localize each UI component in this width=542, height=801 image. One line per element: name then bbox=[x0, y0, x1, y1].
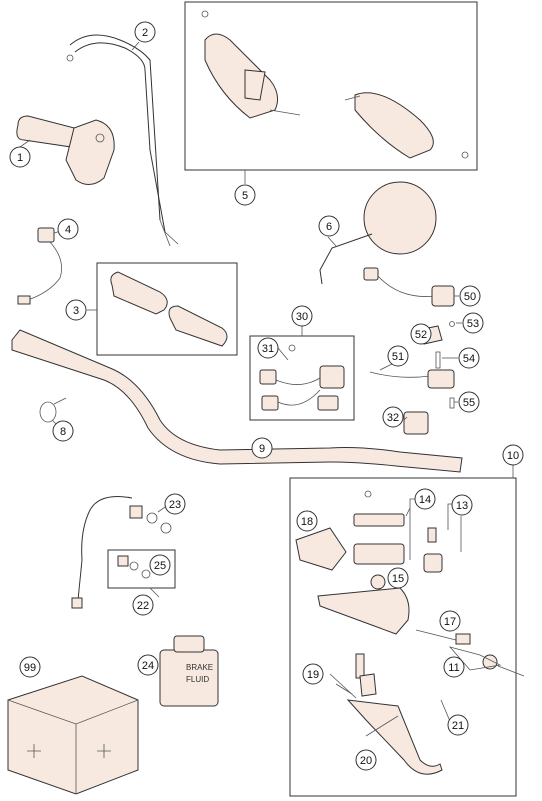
callout-2: 2 bbox=[134, 21, 156, 43]
brake-hose-part bbox=[71, 496, 172, 609]
switch-assembly-part bbox=[259, 344, 345, 411]
callout-32: 32 bbox=[382, 406, 404, 428]
cable-tie-part bbox=[39, 397, 67, 423]
callout-54: 54 bbox=[458, 347, 480, 369]
callout-21: 21 bbox=[447, 714, 469, 736]
callout-5: 5 bbox=[234, 184, 256, 206]
svg-text:15: 15 bbox=[392, 573, 404, 585]
svg-text:55: 55 bbox=[463, 397, 475, 409]
callout-1: 1 bbox=[9, 146, 31, 168]
tool-box-part bbox=[7, 675, 139, 795]
svg-text:11: 11 bbox=[448, 662, 459, 674]
callout-23: 23 bbox=[164, 493, 186, 515]
callout-19: 19 bbox=[302, 663, 324, 685]
svg-text:3: 3 bbox=[73, 305, 79, 317]
svg-text:19: 19 bbox=[307, 669, 319, 681]
svg-text:13: 13 bbox=[456, 500, 468, 512]
callout-4: 4 bbox=[57, 218, 79, 240]
brake-fluid-bottle-part: BRAKE FLUID bbox=[159, 635, 219, 707]
callout-20: 20 bbox=[355, 749, 377, 771]
svg-text:2: 2 bbox=[142, 27, 148, 39]
callout-51: 51 bbox=[387, 345, 409, 367]
right-switch-group-part bbox=[363, 267, 455, 435]
svg-text:50: 50 bbox=[464, 291, 476, 303]
callout-10: 10 bbox=[502, 444, 524, 466]
bottle-label-line1: BRAKE bbox=[186, 663, 213, 672]
callout-15: 15 bbox=[387, 567, 409, 589]
mirror-part bbox=[319, 181, 437, 285]
callout-11: 11 bbox=[443, 656, 465, 678]
svg-text:51: 51 bbox=[392, 351, 404, 363]
bottle-label-line2: FLUID bbox=[186, 675, 209, 684]
svg-text:17: 17 bbox=[444, 616, 456, 628]
callout-50: 50 bbox=[459, 285, 481, 307]
callout-53: 53 bbox=[462, 312, 484, 334]
callout-31: 31 bbox=[257, 337, 279, 359]
callout-99: 99 bbox=[19, 656, 41, 678]
switch-part bbox=[17, 227, 63, 305]
callout-30: 30 bbox=[291, 305, 313, 327]
callout-52: 52 bbox=[410, 323, 432, 345]
svg-text:53: 53 bbox=[467, 318, 479, 330]
grips-part bbox=[110, 271, 228, 347]
svg-text:4: 4 bbox=[65, 224, 71, 236]
callout-25: 25 bbox=[149, 554, 171, 576]
brake-assembly-box bbox=[289, 477, 517, 797]
svg-text:25: 25 bbox=[154, 560, 166, 572]
handlebar-part bbox=[11, 329, 463, 473]
callout-22: 22 bbox=[132, 594, 154, 616]
svg-text:24: 24 bbox=[142, 660, 154, 672]
svg-text:6: 6 bbox=[326, 221, 332, 233]
svg-text:31: 31 bbox=[262, 343, 274, 355]
hand-guards-part bbox=[201, 10, 469, 159]
callout-18: 18 bbox=[296, 510, 318, 532]
svg-text:9: 9 bbox=[259, 443, 265, 455]
hose-kit-box bbox=[107, 549, 176, 589]
svg-text:99: 99 bbox=[24, 662, 36, 674]
svg-text:5: 5 bbox=[242, 190, 248, 202]
callout-6: 6 bbox=[318, 215, 340, 237]
throttle-cables-part bbox=[66, 34, 179, 247]
callout-24: 24 bbox=[137, 654, 159, 676]
callout-17: 17 bbox=[439, 610, 461, 632]
svg-text:23: 23 bbox=[169, 499, 181, 511]
svg-text:32: 32 bbox=[387, 412, 399, 424]
svg-text:18: 18 bbox=[301, 516, 313, 528]
svg-text:14: 14 bbox=[419, 494, 431, 506]
svg-text:30: 30 bbox=[296, 311, 308, 323]
svg-text:1: 1 bbox=[17, 152, 23, 164]
svg-text:8: 8 bbox=[60, 426, 66, 438]
svg-text:20: 20 bbox=[360, 755, 372, 767]
svg-text:52: 52 bbox=[415, 329, 427, 341]
callout-8: 8 bbox=[52, 420, 74, 442]
callout-3: 3 bbox=[65, 299, 87, 321]
callout-14: 14 bbox=[414, 488, 436, 510]
callout-13: 13 bbox=[451, 494, 473, 516]
throttle-grip-part bbox=[16, 115, 115, 185]
callout-55: 55 bbox=[458, 391, 480, 413]
grip-group-box bbox=[96, 262, 238, 356]
svg-text:10: 10 bbox=[507, 450, 519, 462]
svg-text:21: 21 bbox=[452, 720, 464, 732]
svg-text:54: 54 bbox=[463, 353, 475, 365]
callout-9: 9 bbox=[251, 437, 273, 459]
hand-guard-group-box bbox=[184, 1, 478, 171]
svg-text:22: 22 bbox=[137, 600, 149, 612]
